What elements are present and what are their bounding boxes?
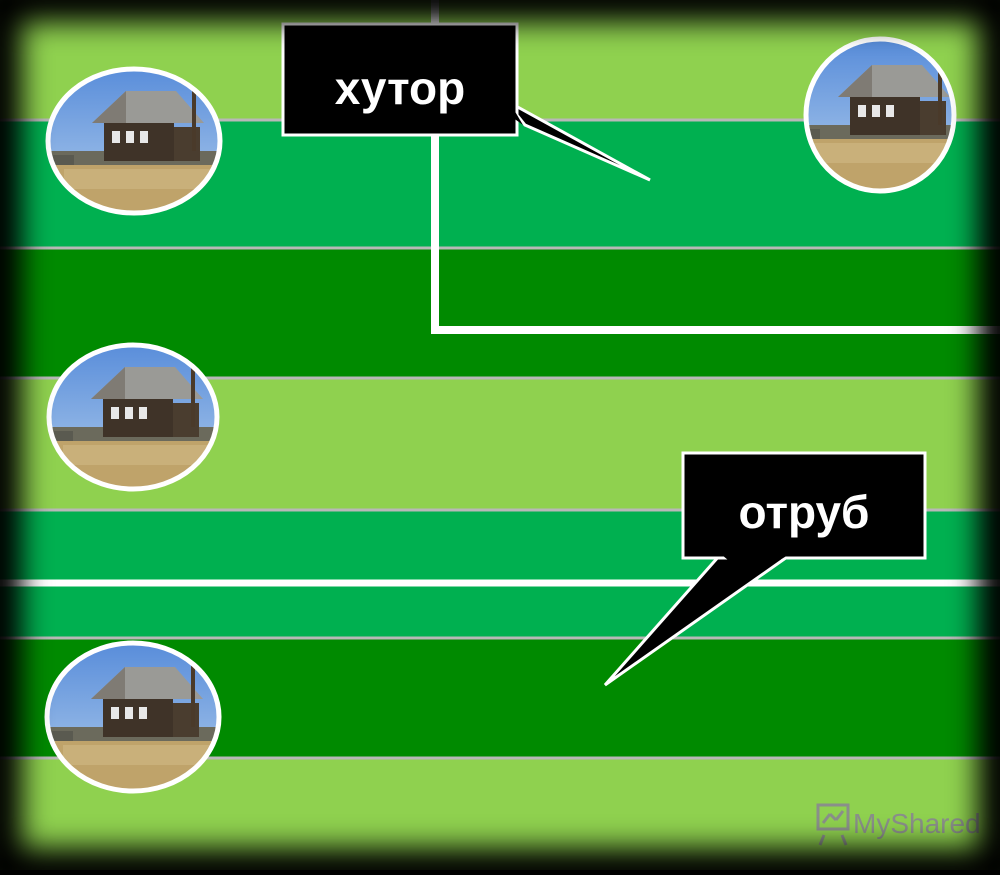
presentation-board-icon [816, 803, 850, 846]
house-photo-icon [44, 640, 222, 794]
callout-khutor: хутор [281, 22, 651, 182]
house-photo-icon [46, 342, 220, 492]
callout-otrub-label: отруб [739, 486, 870, 538]
watermark-text: MyShared [853, 808, 981, 839]
house-photo-icon [45, 66, 223, 216]
callout-otrub: отруб [603, 451, 927, 687]
watermark: MyShared [816, 803, 981, 846]
callout-khutor-label: хутор [335, 62, 465, 114]
house-photo-icon [803, 36, 957, 194]
